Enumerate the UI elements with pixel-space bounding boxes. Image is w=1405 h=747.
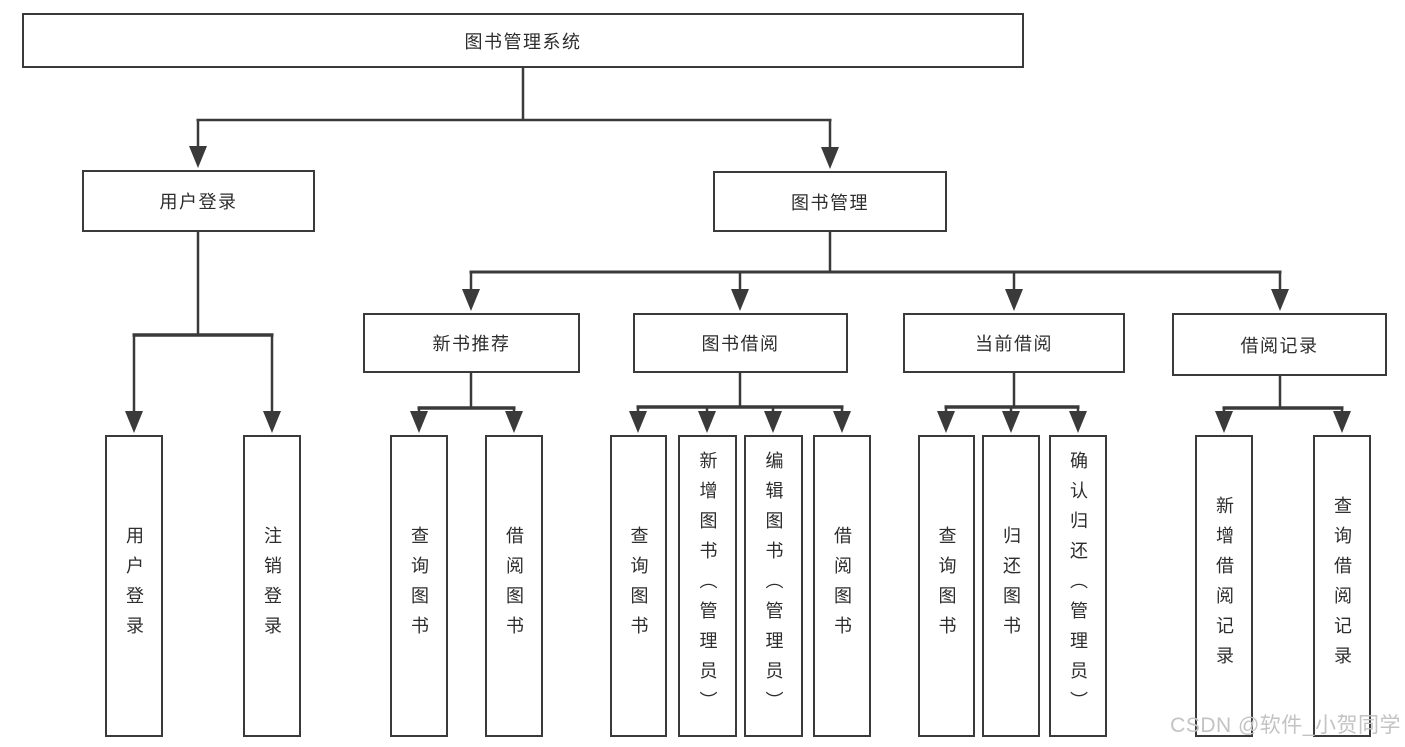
node-label: 编辑图书（管理员） (763, 451, 784, 721)
node-label: 借阅图书 (504, 526, 524, 646)
node-new-book-rec: 新书推荐 (363, 313, 580, 373)
watermark-text: CSDN @软件_小贺同学 (1170, 714, 1401, 737)
node-bb-edit-books: 编辑图书（管理员） (744, 435, 803, 737)
node-br-query-record: 查询借阅记录 (1313, 435, 1371, 737)
node-label: 图书管理系统 (464, 31, 582, 52)
node-current-borrowing: 当前借阅 (903, 313, 1125, 373)
node-logout-leaf: 注销登录 (243, 435, 301, 737)
node-cb-return-books: 归还图书 (982, 435, 1040, 737)
node-label: 归还图书 (1001, 526, 1021, 646)
node-label: 借阅记录 (1240, 335, 1319, 356)
node-label: 查询图书 (936, 526, 957, 646)
node-label: 用户登录 (159, 192, 238, 212)
node-cb-confirm-return: 确认归还（管理员） (1049, 435, 1107, 737)
node-label: 新增图书（管理员） (697, 451, 718, 721)
node-borrowing-records: 借阅记录 (1172, 313, 1387, 376)
node-label: 图书管理 (791, 192, 869, 213)
node-label: 新书推荐 (432, 334, 511, 354)
node-label: 借阅图书 (832, 526, 852, 646)
node-book-management: 图书管理 (713, 171, 947, 232)
node-label: 注销登录 (262, 526, 282, 646)
node-label: 查询借阅记录 (1332, 496, 1352, 676)
node-nbr-query-books: 查询图书 (390, 435, 448, 737)
node-label: 查询图书 (409, 526, 429, 646)
node-bb-add-books: 新增图书（管理员） (678, 435, 737, 737)
node-label: 新增借阅记录 (1214, 496, 1234, 676)
node-bb-query-books: 查询图书 (610, 435, 667, 737)
node-label: 用户登录 (124, 526, 144, 646)
node-user-login-leaf: 用户登录 (105, 435, 163, 737)
node-label: 查询图书 (628, 526, 649, 646)
node-bb-borrow-books: 借阅图书 (813, 435, 871, 737)
node-label: 图书借阅 (701, 334, 780, 354)
node-nbr-borrow-books: 借阅图书 (485, 435, 543, 737)
node-br-add-record: 新增借阅记录 (1195, 435, 1253, 737)
node-cb-query-books: 查询图书 (918, 435, 975, 737)
node-user-login: 用户登录 (82, 170, 315, 232)
node-book-borrowing: 图书借阅 (633, 313, 848, 373)
node-root: 图书管理系统 (22, 13, 1024, 68)
node-label: 确认归还（管理员） (1068, 451, 1088, 721)
node-label: 当前借阅 (975, 334, 1053, 354)
